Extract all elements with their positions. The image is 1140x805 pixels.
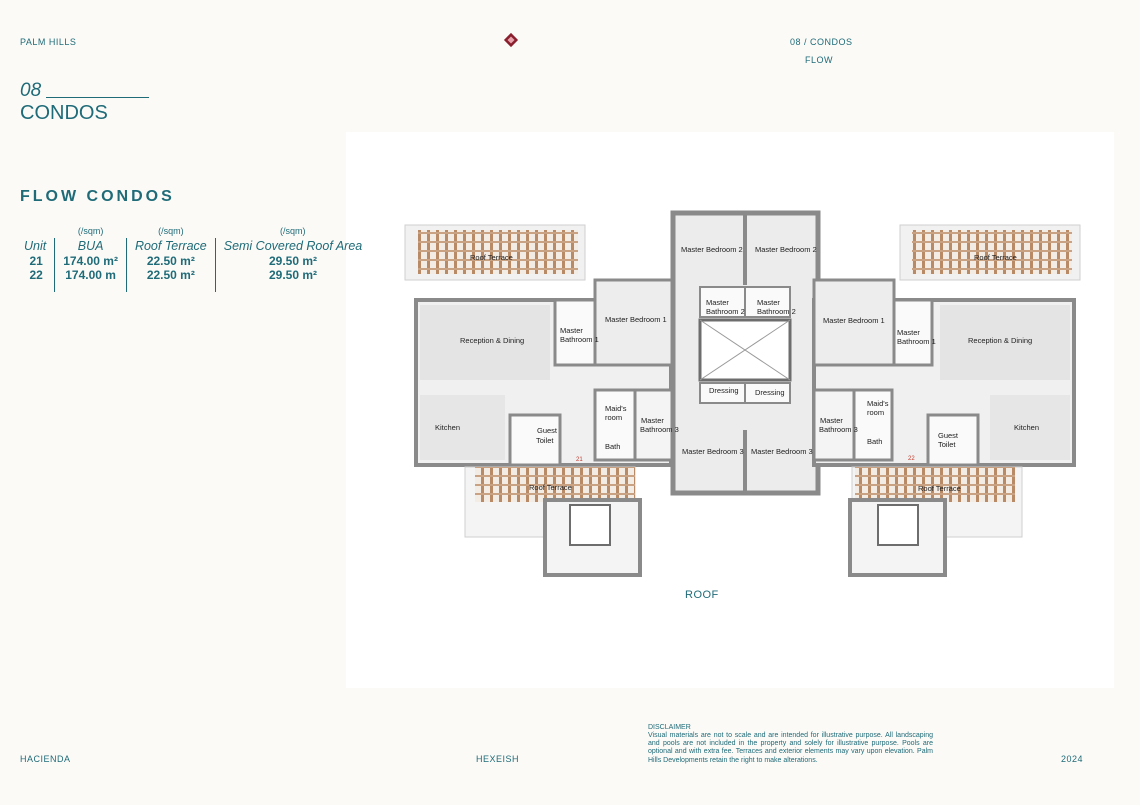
label-guest: Guest bbox=[938, 431, 959, 440]
page-title: CONDOS bbox=[20, 102, 108, 124]
label-guest: Guest bbox=[537, 426, 558, 435]
label-bathroom-1: Bathroom 1 bbox=[560, 335, 599, 344]
unit-label-roof: (/sqm) bbox=[158, 226, 184, 236]
unit-number-22: 22 bbox=[908, 456, 915, 462]
label-reception: Reception & Dining bbox=[968, 336, 1032, 345]
table-row: 22 174.00 m 22.50 m² 29.50 m² bbox=[18, 268, 371, 282]
label-bath: Bath bbox=[605, 442, 620, 451]
label-bathroom-3: Bathroom 3 bbox=[640, 425, 679, 434]
roof-terrace-pergola bbox=[912, 230, 1072, 274]
label-bath: Bath bbox=[867, 437, 882, 446]
flow-heading: FLOW CONDOS bbox=[20, 188, 175, 205]
page-number: 08 bbox=[20, 80, 42, 101]
col-unit: Unit bbox=[24, 239, 47, 253]
unit-22 bbox=[812, 224, 1081, 577]
label-roof-terrace: Roof Terrace bbox=[529, 483, 572, 492]
label-kitchen: Kitchen bbox=[1014, 423, 1039, 432]
col-roof-terrace: Roof Terrace bbox=[125, 238, 216, 254]
label-master-bedroom-1: Master Bedroom 1 bbox=[823, 316, 885, 325]
label-room: room bbox=[605, 413, 622, 422]
title-underline bbox=[46, 97, 149, 98]
label-roof-terrace: Roof Terrace bbox=[918, 484, 961, 493]
footer-center: HEXEISH bbox=[476, 754, 520, 764]
label-bathroom-3: Bathroom 3 bbox=[819, 425, 858, 434]
table-row: 21 174.00 m² 22.50 m² 29.50 m² bbox=[18, 254, 371, 268]
disclaimer-title: DISCLAIMER bbox=[648, 724, 691, 731]
unit-label-bua: (/sqm) bbox=[77, 226, 104, 236]
unit-label-semi: (/sqm) bbox=[279, 226, 306, 236]
label-bathroom-2: Bathroom 2 bbox=[757, 307, 796, 316]
label-master-bedroom-1: Master Bedroom 1 bbox=[605, 315, 667, 324]
label-master: Master bbox=[706, 298, 729, 307]
floor-plan: Roof Terrace Reception & Dining Kitchen … bbox=[404, 210, 1081, 577]
footer-left: HACIENDA bbox=[20, 754, 71, 764]
label-master-bedroom-3: Master Bedroom 3 bbox=[682, 447, 744, 456]
label-master: Master bbox=[897, 328, 920, 337]
label-bathroom-2: Bathroom 2 bbox=[706, 307, 745, 316]
label-kitchen: Kitchen bbox=[435, 423, 460, 432]
label-master-bedroom-2: Master Bedroom 2 bbox=[755, 245, 817, 254]
label-toilet: Toilet bbox=[938, 440, 956, 449]
label-toilet: Toilet bbox=[536, 436, 554, 445]
center-core bbox=[670, 210, 821, 496]
disclaimer-text: Visual materials are not to scale and ar… bbox=[648, 732, 933, 764]
brand-label: PALM HILLS bbox=[20, 37, 77, 47]
label-dressing: Dressing bbox=[709, 386, 739, 395]
disclaimer: DISCLAIMER Visual materials are not to s… bbox=[648, 724, 933, 765]
footer-year: 2024 bbox=[1061, 754, 1084, 764]
label-master-bedroom-3: Master Bedroom 3 bbox=[751, 447, 813, 456]
label-roof-terrace: Roof Terrace bbox=[974, 253, 1017, 262]
spec-table: (/sqm) (/sqm) (/sqm) Unit BUA Roof Terra… bbox=[18, 224, 371, 292]
label-master: Master bbox=[820, 416, 843, 425]
brand-logo-icon bbox=[503, 32, 519, 48]
section-label: FLOW bbox=[805, 55, 833, 65]
label-master-bedroom-2: Master Bedroom 2 bbox=[681, 245, 743, 254]
plan-caption: ROOF bbox=[685, 589, 719, 601]
label-master: Master bbox=[641, 416, 664, 425]
label-master: Master bbox=[560, 326, 583, 335]
roof-terrace-pergola bbox=[418, 230, 578, 274]
breadcrumb: 08 / CONDOS bbox=[790, 37, 853, 47]
col-semi-covered: Semi Covered Roof Area bbox=[214, 238, 371, 254]
label-reception: Reception & Dining bbox=[460, 336, 524, 345]
unit-21 bbox=[404, 224, 677, 577]
label-room: room bbox=[867, 408, 884, 417]
label-maids: Maid's bbox=[867, 399, 889, 408]
label-dressing: Dressing bbox=[755, 388, 785, 397]
label-master: Master bbox=[757, 298, 780, 307]
col-bua: BUA bbox=[54, 238, 127, 254]
label-maids: Maid's bbox=[605, 404, 627, 413]
label-roof-terrace: Roof Terrace bbox=[470, 253, 513, 262]
label-bathroom-1: Bathroom 1 bbox=[897, 337, 936, 346]
unit-number-21: 21 bbox=[576, 457, 583, 463]
